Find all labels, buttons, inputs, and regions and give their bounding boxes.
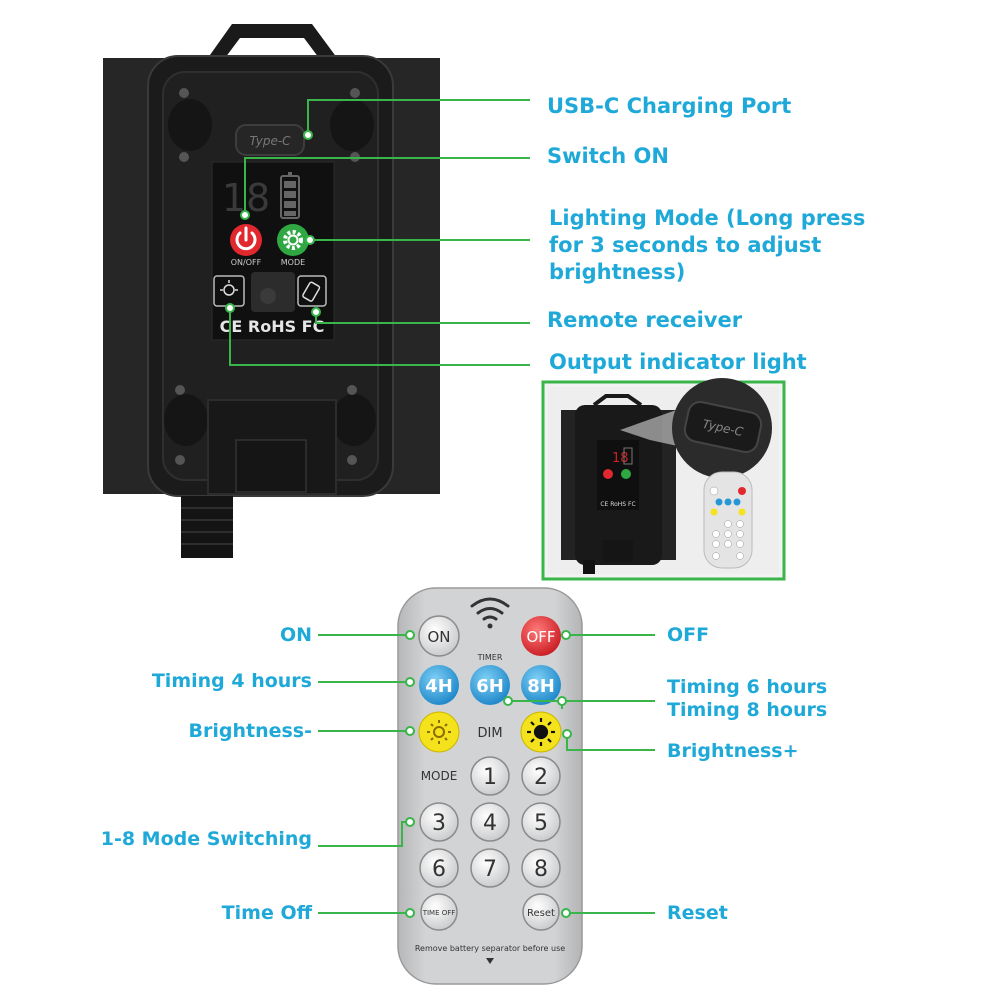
remote-control: ON OFF TIMER 4H 6H 8H: [397, 587, 583, 985]
controller-leader-dots: [225, 130, 321, 317]
callout-lighting-mode-line1: Lighting Mode (Long press: [549, 206, 866, 230]
number-key-2[interactable]: 2: [521, 756, 561, 796]
ir-signal-icon: [470, 597, 510, 621]
svg-text:6H: 6H: [476, 676, 504, 697]
power-icon: [235, 226, 257, 251]
svg-text:8H: 8H: [527, 676, 555, 697]
callout-usb-c-port: USB-C Charging Port: [547, 94, 792, 118]
svg-text:6: 6: [432, 857, 446, 882]
callout-brightness-minus: Brightness-: [188, 720, 313, 742]
output-connector: [181, 496, 233, 558]
remote-leader-dots: [405, 630, 572, 918]
callout-brightness-plus: Brightness+: [667, 740, 799, 762]
svg-text:1: 1: [483, 765, 497, 790]
screw-icon: [179, 88, 189, 98]
battery-separator-note: Remove battery separator before use: [415, 944, 565, 953]
remote-4h-button[interactable]: 4H: [419, 665, 459, 705]
svg-text:5: 5: [534, 811, 548, 836]
remote-time-off-button[interactable]: TIME OFF: [420, 893, 458, 931]
number-key-6[interactable]: 6: [419, 848, 459, 888]
remote-reset-button[interactable]: Reset: [522, 893, 560, 931]
remote-on-button[interactable]: ON: [418, 615, 460, 657]
mode-label: MODE: [281, 258, 305, 267]
svg-text:2: 2: [534, 765, 548, 790]
callout-reset: Reset: [667, 902, 728, 924]
svg-text:CE RoHS FC: CE RoHS FC: [600, 501, 635, 508]
sun-bright-icon: [527, 718, 555, 746]
mode-button[interactable]: [277, 224, 309, 256]
inset-photo: 18 CE RoHS FC Type-C: [541, 378, 786, 581]
screw-icon: [350, 88, 360, 98]
hanging-handle: [205, 24, 340, 62]
pull-tab-arrow-icon: [486, 958, 494, 964]
svg-text:3: 3: [432, 811, 446, 836]
svg-text:ON: ON: [427, 628, 450, 646]
callout-timing-8h: Timing 8 hours: [667, 699, 828, 721]
number-key-1[interactable]: 1: [470, 756, 510, 796]
svg-text:TIME OFF: TIME OFF: [422, 909, 456, 917]
number-key-8[interactable]: 8: [521, 848, 561, 888]
callout-timing-4h: Timing 4 hours: [151, 670, 312, 692]
sun-dim-icon: [427, 720, 451, 744]
svg-text:4H: 4H: [425, 676, 453, 697]
usb-c-cover[interactable]: [235, 124, 305, 156]
screw-icon: [175, 385, 185, 395]
svg-text:Reset: Reset: [527, 908, 555, 919]
inset-mini-remote: [703, 471, 753, 569]
power-button[interactable]: [230, 224, 262, 256]
number-key-4[interactable]: 4: [470, 802, 510, 842]
number-keypad: 1 2 3 4 5 6 7 8: [419, 756, 561, 888]
controller-device: Type-C 18 ON/OFF: [103, 24, 440, 558]
battery-icon: [280, 172, 300, 219]
remote-receiver-icon: [297, 275, 327, 307]
remote-8h-button[interactable]: 8H: [521, 665, 561, 705]
callout-lighting-mode-line3: brightness): [549, 260, 686, 284]
number-key-7[interactable]: 7: [470, 848, 510, 888]
callout-switch-on: Switch ON: [547, 144, 669, 168]
callout-time-off: Time Off: [221, 902, 312, 924]
callout-lighting-mode-line2: for 3 seconds to adjust: [549, 233, 822, 257]
svg-text:OFF: OFF: [526, 628, 555, 646]
screw-icon: [347, 385, 357, 395]
callout-on: ON: [279, 624, 312, 646]
callout-off: OFF: [667, 624, 710, 646]
callout-mode-switching: 1-8 Mode Switching: [100, 828, 312, 850]
remote-leader-lines: [318, 634, 655, 914]
number-key-3[interactable]: 3: [419, 802, 459, 842]
cert-marks: CE RoHS FC: [220, 317, 325, 336]
callout-remote-receiver: Remote receiver: [547, 308, 743, 332]
svg-text:7: 7: [483, 857, 497, 882]
screw-icon: [175, 455, 185, 465]
usb-c-port-label: Type-C: [249, 134, 291, 148]
svg-text:8: 8: [534, 857, 548, 882]
number-key-5[interactable]: 5: [521, 802, 561, 842]
remote-brightness-minus-button[interactable]: [418, 711, 460, 753]
onoff-label: ON/OFF: [231, 258, 262, 267]
screw-icon: [347, 455, 357, 465]
gear-icon: [283, 230, 303, 250]
dim-label: DIM: [477, 726, 502, 741]
timer-label: TIMER: [477, 653, 503, 662]
remote-off-button[interactable]: OFF: [521, 616, 561, 656]
mode-label: MODE: [421, 769, 458, 783]
remote-6h-button[interactable]: 6H: [470, 665, 510, 705]
callout-timing-6h: Timing 6 hours: [667, 676, 828, 698]
remote-brightness-plus-button[interactable]: [520, 711, 562, 753]
screw-icon: [179, 152, 189, 162]
svg-text:4: 4: [483, 811, 497, 836]
callout-output-indicator: Output indicator light: [549, 350, 807, 374]
